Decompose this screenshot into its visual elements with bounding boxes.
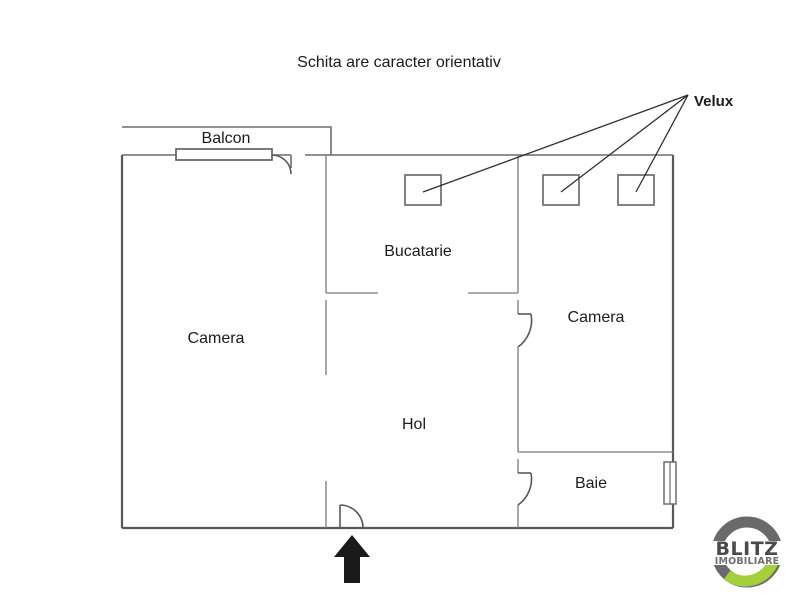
room-label-camera-left: Camera bbox=[188, 330, 245, 347]
brand-logo: BLITZ IMOBILIARE bbox=[701, 508, 793, 596]
velux-leader-line-1 bbox=[422, 94, 689, 193]
baie-door-swing-arc bbox=[517, 472, 533, 506]
room-label-balcon: Balcon bbox=[202, 130, 251, 147]
room-label-camera-right: Camera bbox=[568, 309, 625, 326]
balcony-railing bbox=[175, 148, 273, 161]
logo-wordmark-plate bbox=[711, 541, 783, 565]
balcony-door-swing-arc bbox=[271, 154, 292, 175]
room-label-hol: Hol bbox=[402, 416, 426, 433]
velux-leader-line-2 bbox=[560, 94, 689, 193]
entrance-door-swing-arc bbox=[339, 504, 364, 529]
camera-right-door-swing-arc bbox=[517, 313, 533, 348]
velux-leader-line-3 bbox=[635, 94, 689, 193]
entrance-arrow bbox=[334, 535, 370, 583]
plan-title: Schita are caracter orientativ bbox=[297, 54, 501, 71]
room-label-bucatarie: Bucatarie bbox=[384, 243, 452, 260]
room-label-baie: Baie bbox=[575, 475, 607, 492]
logo-accent-arc bbox=[723, 557, 780, 587]
logo-brand-secondary: IMOBILIARE bbox=[715, 556, 780, 567]
wall-balcony-outline bbox=[122, 126, 332, 155]
logo-brand-primary: BLITZ bbox=[716, 538, 779, 560]
annotation-label-velux: Velux bbox=[694, 93, 734, 110]
brand-logo-mark: BLITZ IMOBILIARE bbox=[711, 516, 783, 588]
velux-skylight-3 bbox=[617, 174, 655, 206]
velux-skylight-2 bbox=[542, 174, 580, 206]
velux-skylight-1 bbox=[404, 174, 442, 206]
